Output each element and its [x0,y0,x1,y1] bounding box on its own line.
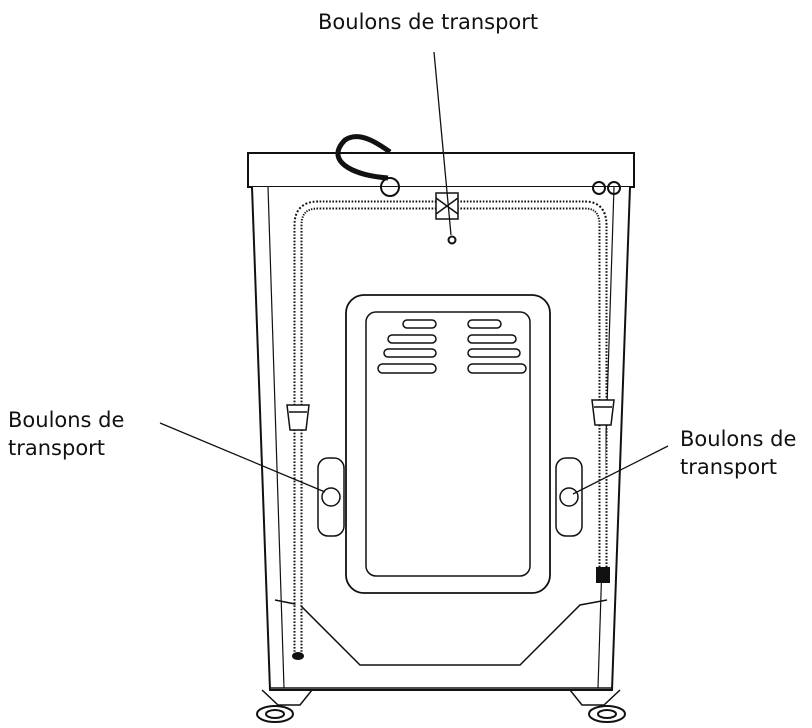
transport-bolt-top [447,235,457,245]
water-inlet-2 [607,181,621,195]
hose-clip-left [286,404,310,431]
foot-left [256,689,313,723]
transport-bolt-right [555,457,583,537]
power-cord [335,134,392,181]
water-inlet-1 [592,181,606,195]
hose-clip-right [591,399,615,426]
leader-line-top [433,51,452,236]
cord-inlet [380,177,400,197]
cabinet-right-edge [597,186,615,689]
machine-top-panel [247,152,635,188]
vent-slots [377,319,527,374]
callout-right: Boulons de transport [680,425,796,481]
service-panel-outer [345,294,551,594]
callout-left-line2: transport [8,436,106,460]
drain-hose-end [292,652,304,660]
callout-top: Boulons de transport [318,8,538,36]
callout-right-line2: transport [680,455,778,479]
service-panel-inner [365,311,531,577]
callout-left: Boulons de transport [8,406,124,462]
callout-right-line1: Boulons de [680,427,797,451]
cabinet-left-edge [267,186,285,689]
leader-line-right [572,445,669,495]
drain-hose-plug [596,567,610,583]
leader-line-left [159,422,326,493]
callout-left-line1: Boulons de [8,408,125,432]
foot-right [569,689,626,723]
callout-top-line1: Boulons de transport [318,10,539,34]
transport-bolt-left [317,457,345,537]
